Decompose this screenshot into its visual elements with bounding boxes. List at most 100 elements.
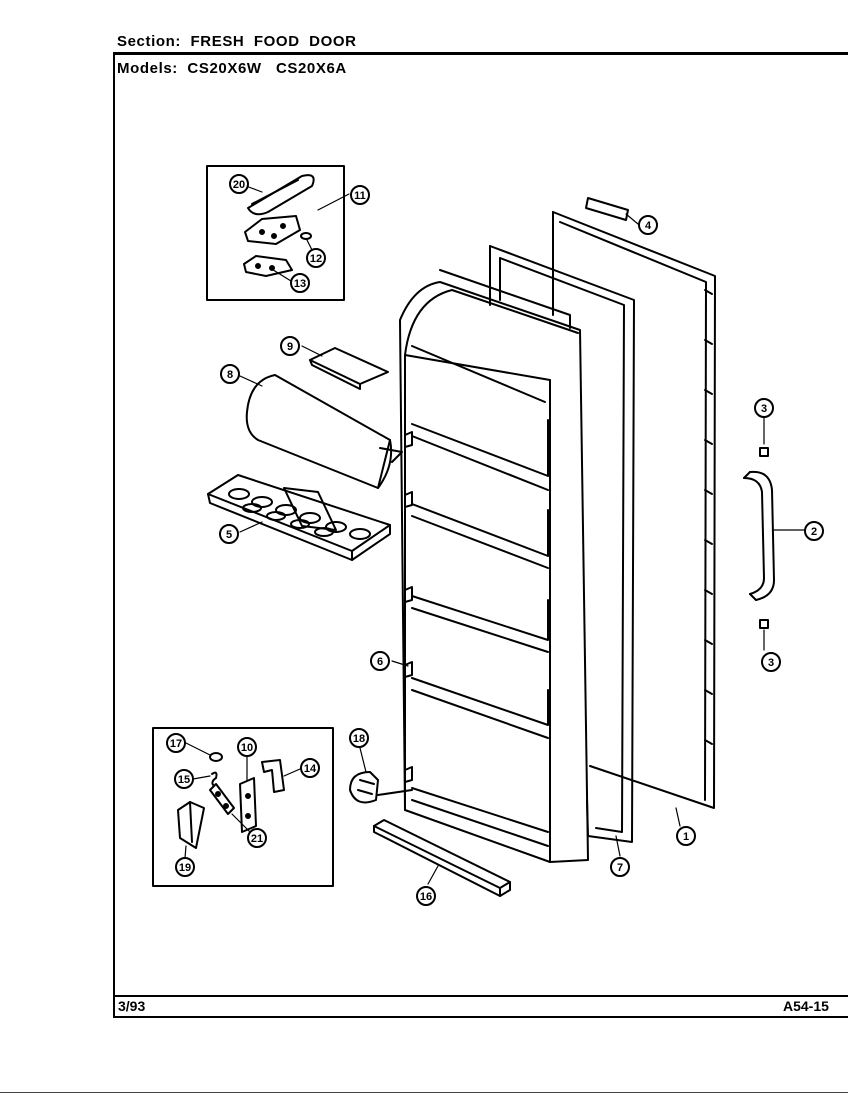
models-heading: Models: CS20X6W CS20X6A (117, 60, 347, 77)
section-label: Section: (117, 33, 181, 50)
callout-number: 13 (294, 278, 306, 290)
callout-number: 3 (761, 403, 767, 415)
footer-rule (113, 995, 848, 997)
models-value: CS20X6W CS20X6A (187, 60, 347, 77)
callout-9: 2 (804, 521, 824, 541)
pivot-bracket-part (239, 777, 257, 833)
closure-spring-part (209, 783, 235, 815)
callout-17: 10 (237, 737, 257, 757)
callout-circle (219, 524, 239, 544)
callout-circle (166, 733, 186, 753)
callout-circle (638, 215, 658, 235)
callout-circle (349, 728, 369, 748)
callout-2: 12 (306, 248, 326, 268)
callout-number: 9 (287, 341, 293, 353)
door-handle-part (743, 470, 775, 601)
callout-14: 16 (416, 886, 436, 906)
callout-circle (370, 651, 390, 671)
callout-circle (761, 652, 781, 672)
callout-number: 19 (179, 862, 191, 874)
callout-6: 5 (219, 524, 239, 544)
callout-circle (610, 857, 630, 877)
callout-13: 7 (610, 857, 630, 877)
screw-part (300, 232, 312, 240)
leader-lines (184, 185, 808, 885)
top-inset-box (206, 165, 345, 301)
models-label: Models: (117, 60, 178, 77)
callout-circle (174, 769, 194, 789)
mounting-plate-part (244, 215, 301, 245)
section-heading: Section: FRESH FOOD DOOR (117, 33, 357, 50)
callout-number: 7 (617, 862, 623, 874)
shelf-bracket-part (309, 347, 389, 390)
callout-number: 3 (768, 657, 774, 669)
callout-number: 8 (227, 369, 233, 381)
callout-10: 3 (761, 652, 781, 672)
callout-number: 15 (178, 774, 190, 786)
callout-number: 1 (683, 831, 689, 843)
dairy-door-part (245, 374, 403, 489)
callout-circle (220, 364, 240, 384)
callout-11: 6 (370, 651, 390, 671)
callout-circle (754, 398, 774, 418)
outer-door-panel-part (552, 211, 716, 809)
callout-number: 11 (354, 190, 366, 202)
hinge-part (349, 771, 413, 804)
callout-18: 14 (300, 758, 320, 778)
callout-12: 1 (676, 826, 696, 846)
callout-0: 20 (229, 174, 249, 194)
callout-circle (804, 521, 824, 541)
callout-number: 16 (420, 891, 432, 903)
callout-number: 14 (304, 763, 317, 775)
callout-number: 17 (170, 738, 182, 750)
hinge-cover-part (177, 801, 205, 849)
callout-circle (237, 737, 257, 757)
callout-circle (300, 758, 320, 778)
callout-3: 13 (290, 273, 310, 293)
bottom-rule (0, 1092, 848, 1093)
footer-page-code: A54-15 (783, 998, 829, 1014)
handle-screw-bottom-part (759, 619, 769, 629)
callout-16: 15 (174, 769, 194, 789)
callout-15: 17 (166, 733, 186, 753)
cam-part (209, 752, 223, 762)
hinge-bracket-part (261, 759, 285, 793)
handle-screw-top-part (759, 447, 769, 457)
diagram-frame (113, 52, 848, 1018)
door-gasket-part (489, 245, 635, 843)
callout-number: 5 (226, 529, 232, 541)
callout-number: 2 (811, 526, 817, 538)
callout-circle (229, 174, 249, 194)
callout-4: 9 (280, 336, 300, 356)
hinge-plate-part (243, 255, 293, 277)
door-label-part (585, 197, 629, 221)
callout-21: 18 (349, 728, 369, 748)
callout-8: 3 (754, 398, 774, 418)
spring-part (211, 771, 218, 787)
egg-tray-part (207, 474, 391, 561)
callout-1: 11 (350, 185, 370, 205)
callout-5: 8 (220, 364, 240, 384)
callout-number: 21 (251, 833, 263, 845)
callout-circle (175, 857, 195, 877)
callout-circle (416, 886, 436, 906)
section-value: FRESH FOOD DOOR (190, 33, 357, 50)
callout-circle (306, 248, 326, 268)
bottom-inset-box (152, 727, 334, 887)
footer-date: 3/93 (118, 998, 146, 1014)
callout-circle (350, 185, 370, 205)
callout-circle (247, 828, 267, 848)
bottom-trim-part (373, 819, 511, 897)
callout-number: 6 (377, 656, 383, 668)
callout-7: 4 (638, 215, 658, 235)
callout-circle (290, 273, 310, 293)
callout-19: 21 (247, 828, 267, 848)
callout-number: 4 (645, 220, 652, 232)
callout-number: 12 (310, 253, 322, 265)
callout-circle (280, 336, 300, 356)
callout-circle (676, 826, 696, 846)
callout-20: 19 (175, 857, 195, 877)
door-liner-part (399, 269, 589, 863)
